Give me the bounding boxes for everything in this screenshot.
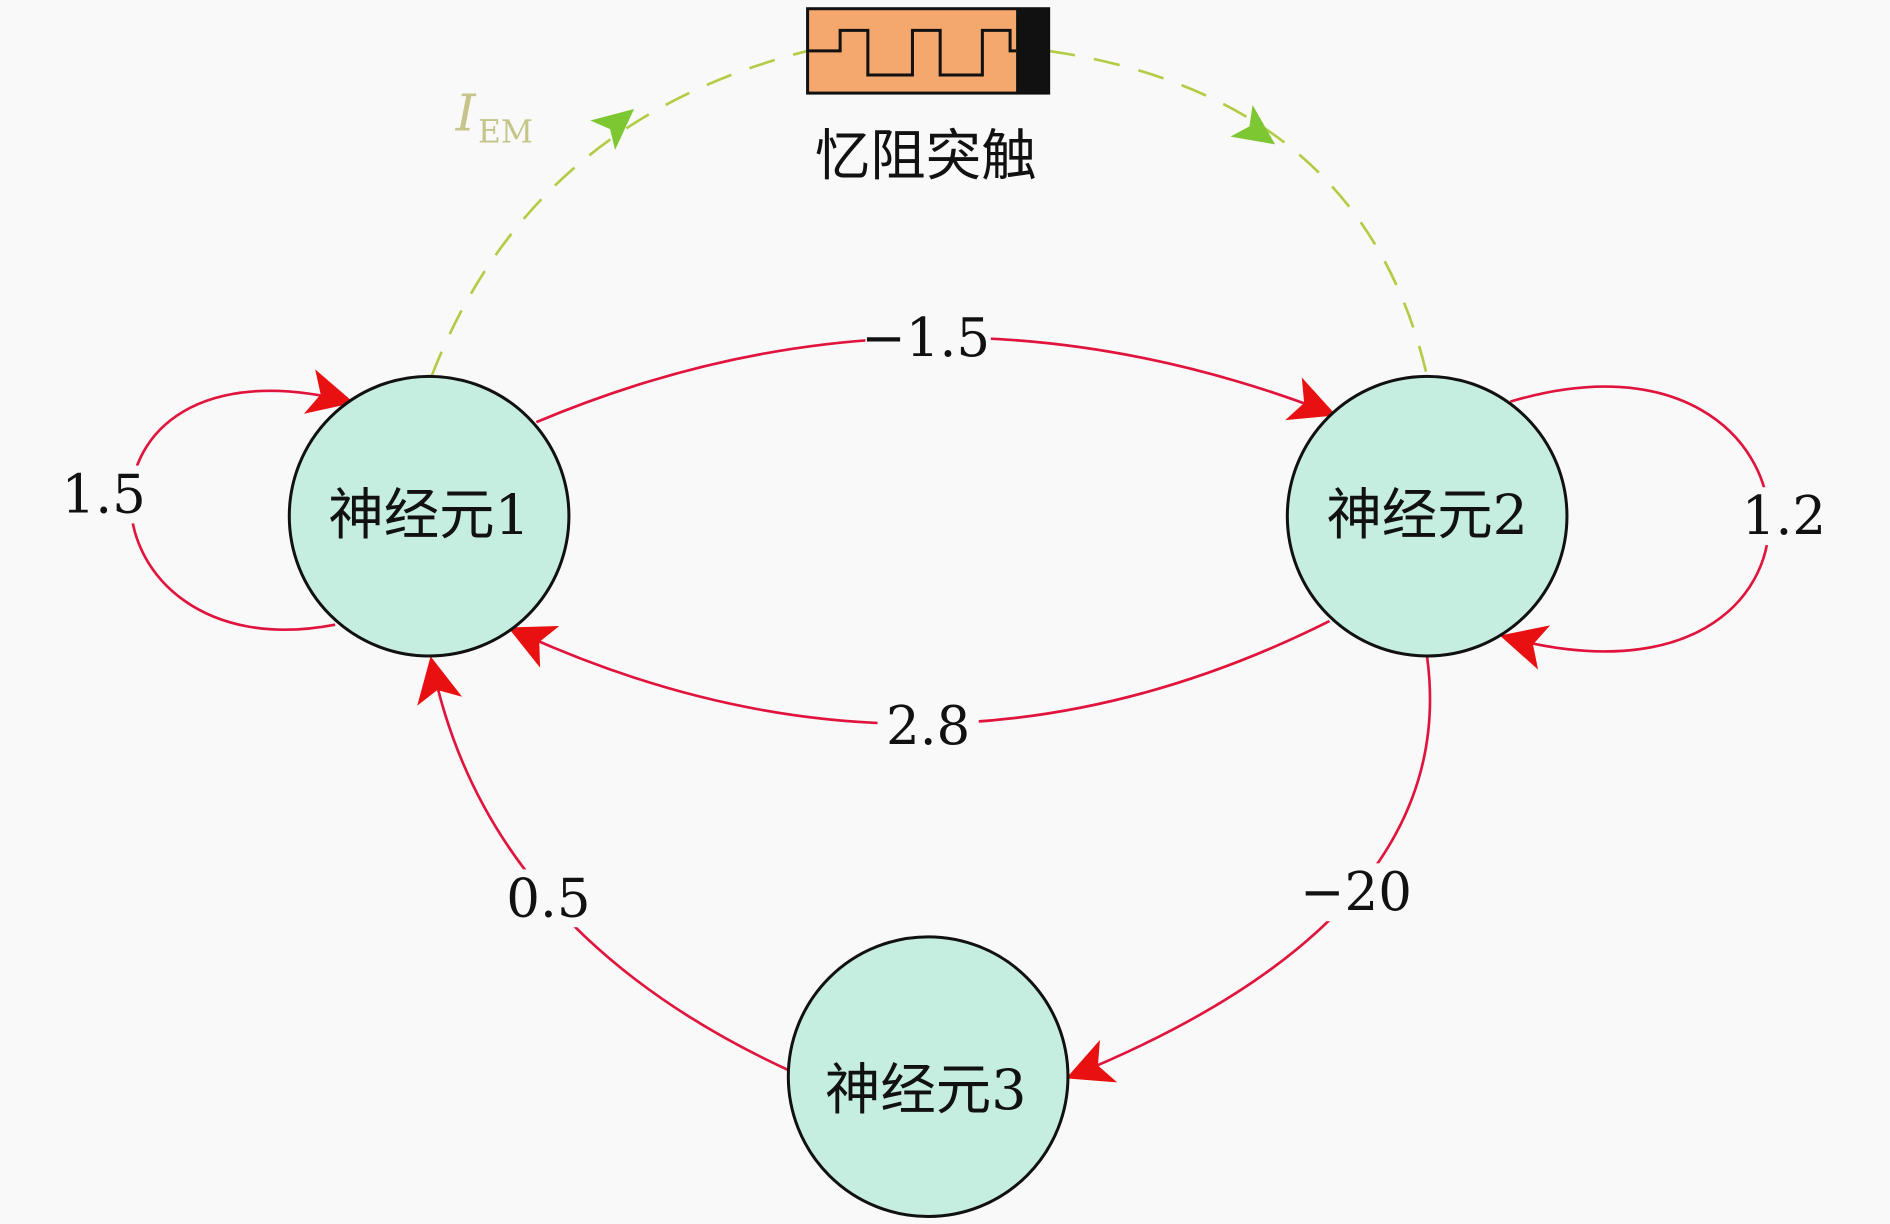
em-current-label: IEM [455, 83, 533, 150]
em-current-path-left [430, 49, 808, 377]
neuron-node-1: 神经元1 [287, 374, 571, 658]
weight-n1-self: 1.5 [62, 463, 146, 525]
neuron-label: 神经元1 [328, 484, 530, 548]
weight-n2-n1: 2.8 [886, 695, 970, 757]
neuron-label: 神经元2 [1326, 484, 1528, 548]
edge-n3-n1 [417, 656, 791, 1072]
weight-n3-n1: 0.5 [506, 867, 590, 929]
neuron-node-3: 神经元3 [786, 935, 1070, 1218]
neuron-node-2: 神经元2 [1285, 374, 1569, 658]
weight-n2-n3: −20 [1300, 861, 1412, 923]
em-arrow-icon [590, 108, 635, 151]
memristor-label: 忆阻突触 [815, 125, 1037, 189]
memristor-icon [806, 7, 1051, 95]
weight-n2-self: 1.2 [1742, 485, 1826, 547]
weight-n1-n2: −1.5 [861, 307, 990, 369]
em-arrow-icon [1230, 105, 1276, 145]
neuron-label: 神经元3 [825, 1059, 1027, 1123]
em-current-path-right [1048, 49, 1429, 377]
